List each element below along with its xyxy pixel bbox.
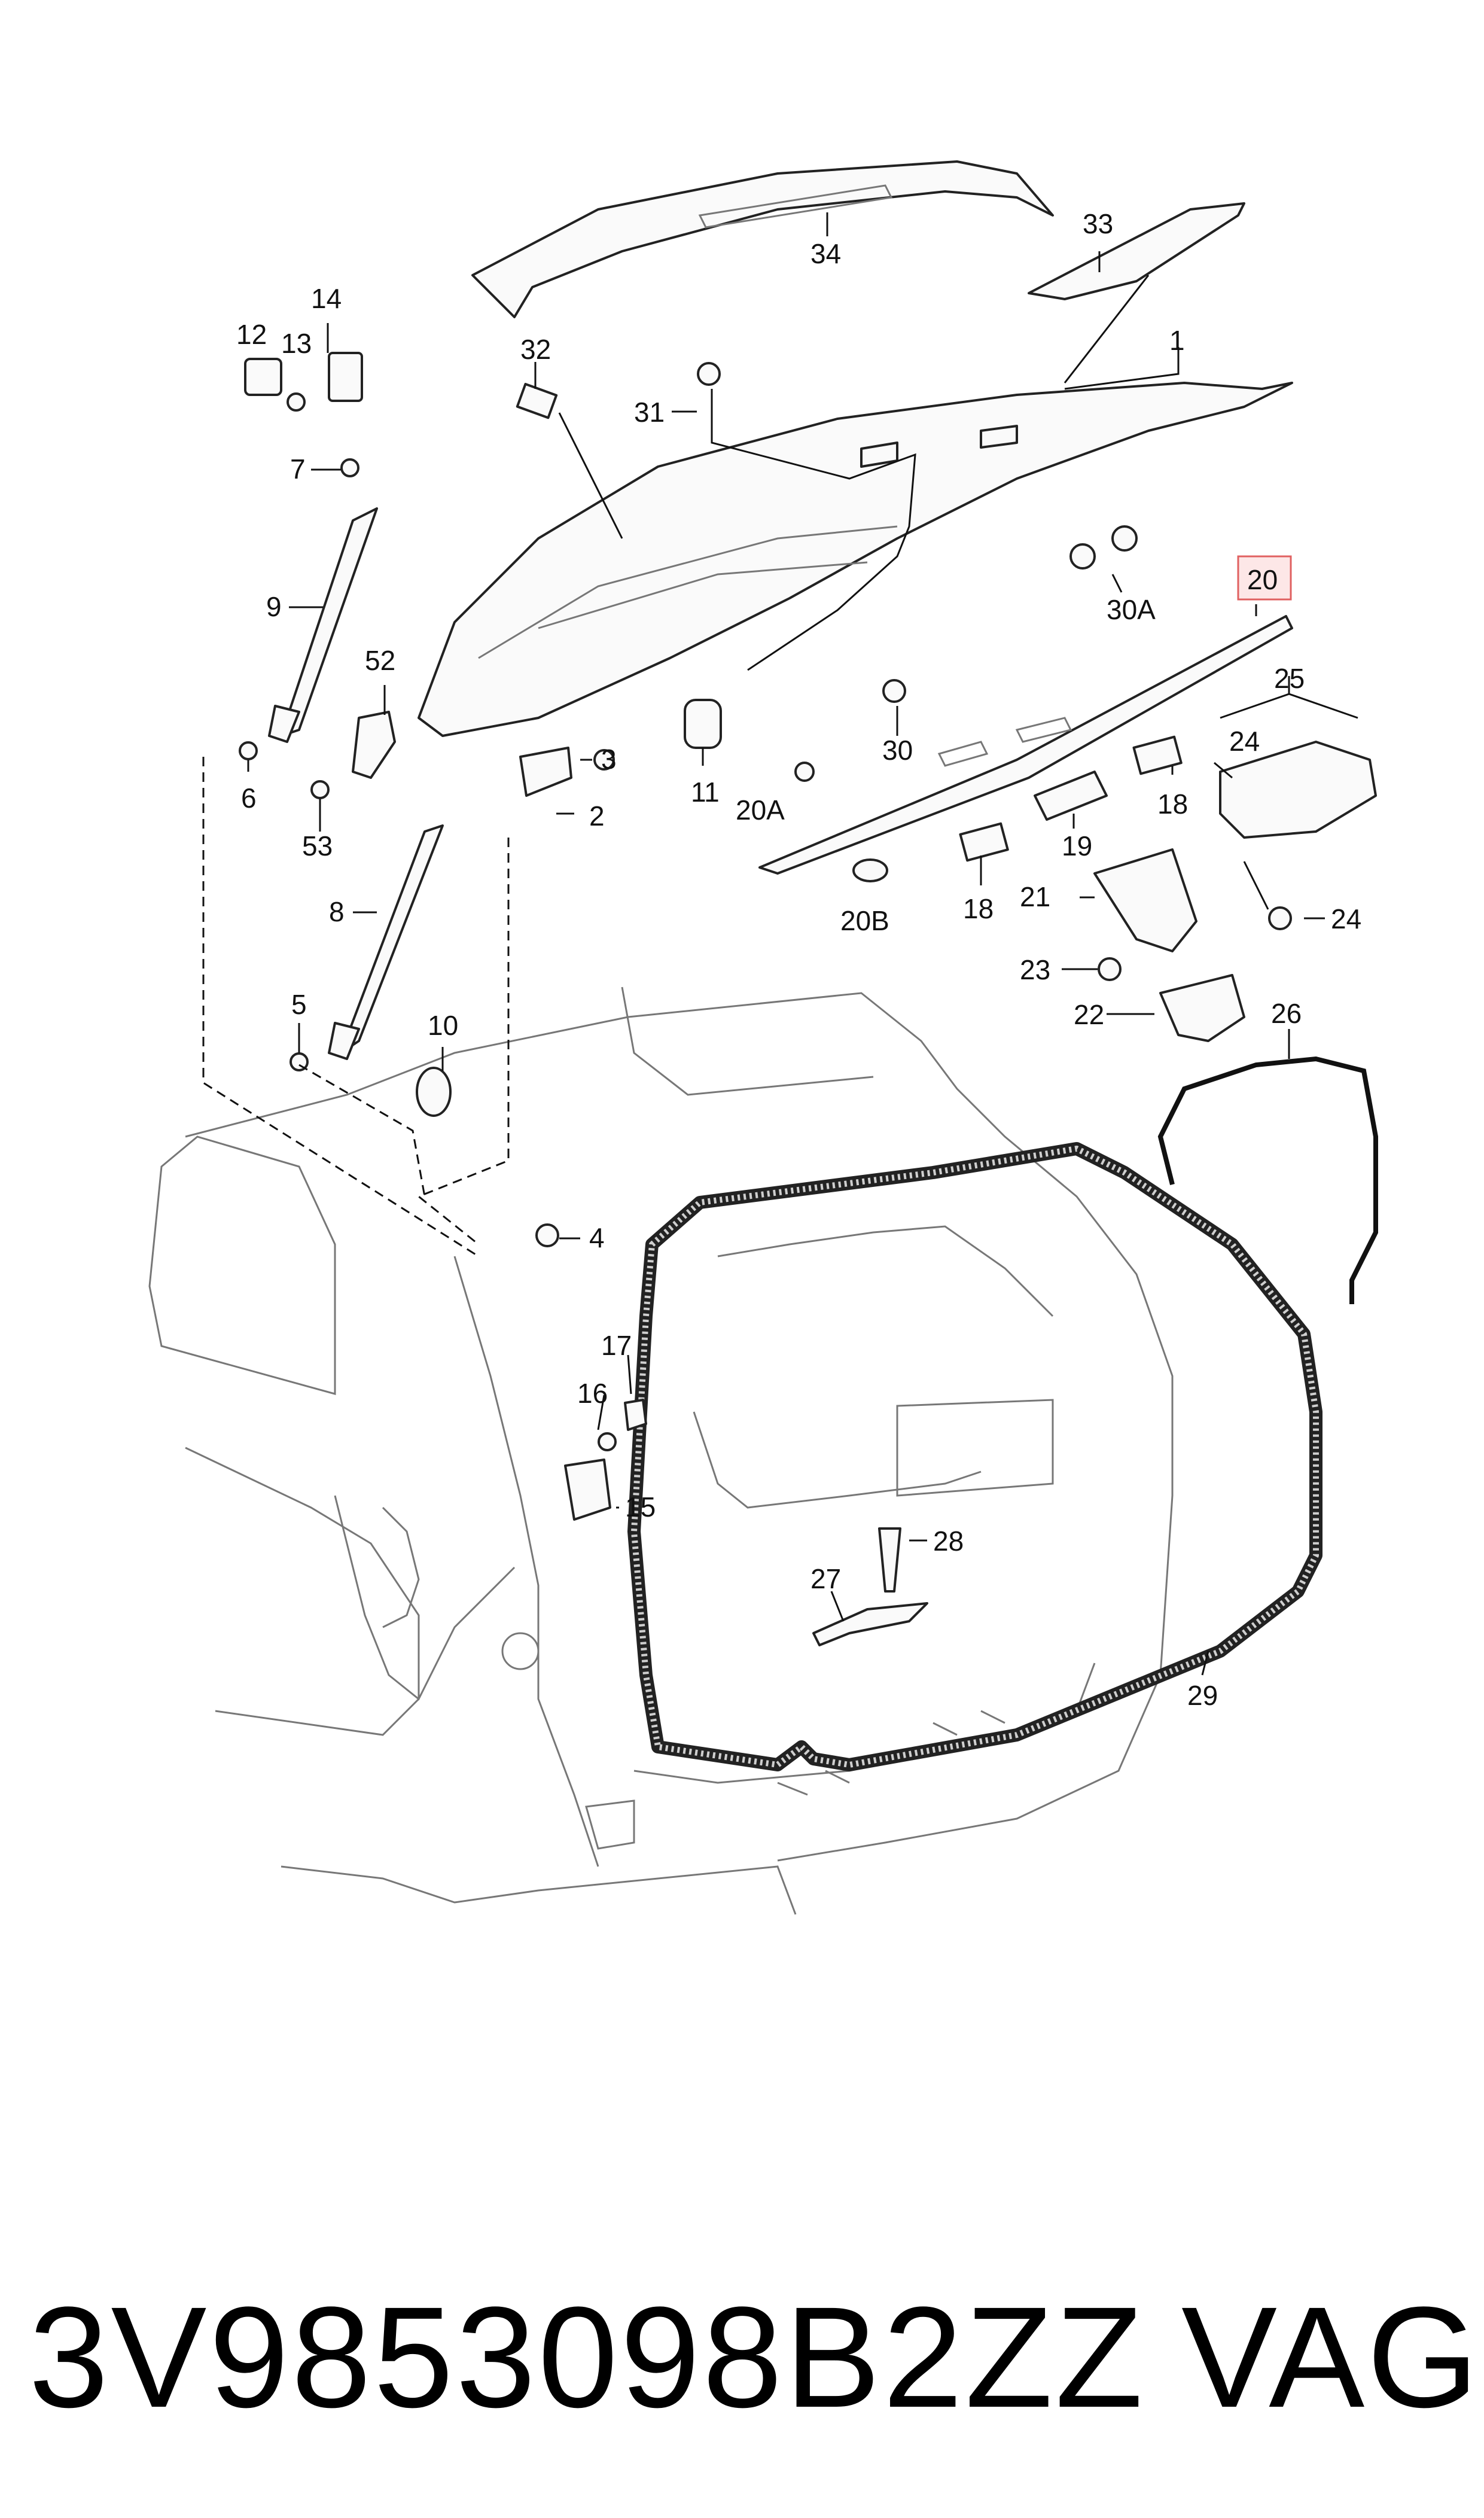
callout-17: 17 (601, 1330, 632, 1361)
nut-23 (1098, 957, 1122, 981)
bracket-15 (564, 1459, 611, 1521)
nut-4 (535, 1223, 559, 1247)
callout-20B: 20B (840, 905, 889, 936)
callout-7: 7 (290, 453, 306, 485)
exploded-parts-diagram: 34 33 1 14 12 13 32 31 7 9 52 3 2 11 30 … (148, 160, 1378, 1915)
lamp-18a (1132, 735, 1183, 775)
callout-20: 20 (1247, 564, 1278, 595)
callout-30A: 30A (1107, 594, 1156, 625)
callout-15: 15 (625, 1491, 656, 1523)
buffer-30A-b (1111, 525, 1138, 552)
callout-labels: 34 33 1 14 12 13 32 31 7 9 52 3 2 11 30 … (236, 208, 1361, 1711)
lamp-18b (959, 822, 1009, 862)
gas-strut-9 (268, 507, 378, 743)
car-body-outline (148, 987, 1174, 1915)
ball-stud-6 (239, 741, 258, 760)
callout-53: 53 (302, 830, 333, 861)
callout-1: 1 (1169, 325, 1185, 356)
screw-3 (593, 749, 615, 771)
callout-25: 25 (1274, 663, 1305, 694)
callout-34: 34 (810, 238, 841, 269)
callout-20A: 20A (736, 794, 785, 826)
ball-stud-5 (290, 1052, 309, 1071)
buffer-30 (882, 679, 906, 703)
callout-31: 31 (634, 397, 665, 428)
hinge-2 (519, 747, 572, 797)
bracket-17 (624, 1399, 647, 1431)
callout-24-bottom: 24 (1331, 903, 1361, 934)
callout-30: 30 (882, 735, 913, 766)
callout-5: 5 (291, 989, 307, 1020)
callout-4: 4 (589, 1222, 605, 1253)
callout-22: 22 (1074, 999, 1104, 1030)
brand-label: VAG (1181, 2277, 1482, 2437)
callout-28: 28 (933, 1526, 964, 1557)
callout-18-right: 18 (1157, 788, 1188, 820)
callout-9: 9 (266, 591, 282, 622)
highlight-box-20 (1237, 555, 1292, 601)
ball-stud-7 (340, 458, 359, 477)
callout-6: 6 (241, 783, 257, 814)
cable-26 (1157, 1056, 1378, 1304)
door-seal-29 (627, 1142, 1323, 1771)
callout-52: 52 (365, 645, 395, 676)
screw-16 (598, 1432, 617, 1451)
callout-29: 29 (1187, 1680, 1218, 1711)
buffer-11 (684, 699, 722, 749)
gas-strut-8 (328, 824, 444, 1060)
callout-12: 12 (236, 319, 267, 350)
callout-21: 21 (1020, 881, 1050, 912)
callout-32: 32 (520, 334, 551, 365)
lock-21 (1093, 848, 1197, 952)
callout-16: 16 (577, 1378, 608, 1409)
callout-18-left: 18 (963, 893, 994, 924)
callout-19: 19 (1062, 830, 1092, 861)
rear-spoiler-34 (471, 160, 1054, 318)
wiper-motor-25 (1219, 741, 1377, 839)
bolt-28 (878, 1527, 901, 1593)
part-number: 3V9853098B2ZZ (29, 2277, 1145, 2437)
striker-27 (812, 1602, 928, 1646)
buffer-30A-a (1069, 543, 1096, 570)
callout-14: 14 (311, 283, 342, 314)
callout-26: 26 (1271, 998, 1302, 1029)
screw-53 (310, 780, 330, 799)
callout-2: 2 (589, 800, 605, 832)
grommet-10 (416, 1067, 452, 1117)
tailgate-panel-1 (418, 382, 1293, 737)
bolt-31 (697, 362, 721, 386)
callout-3: 3 (601, 744, 617, 775)
bracket-52 (352, 711, 396, 779)
trim-strip-33 (1028, 202, 1245, 300)
callout-24-top: 24 (1229, 726, 1260, 757)
grommet-24 (1268, 906, 1292, 930)
screw-13 (287, 392, 306, 412)
bracket-14 (328, 352, 363, 402)
callout-8: 8 (329, 896, 345, 927)
callout-23: 23 (1020, 954, 1050, 985)
callout-33: 33 (1083, 208, 1113, 239)
clip-32 (516, 382, 558, 419)
screw-20A (794, 762, 815, 782)
callout-13: 13 (281, 328, 312, 359)
cap-12 (244, 358, 282, 396)
handle-switch-19 (1034, 771, 1108, 821)
callout-27: 27 (810, 1563, 841, 1594)
grommet-20B (852, 858, 888, 882)
callout-11: 11 (691, 777, 720, 808)
trim-strip-20 (758, 615, 1293, 875)
callout-10: 10 (428, 1010, 458, 1041)
handle-22 (1159, 974, 1245, 1042)
